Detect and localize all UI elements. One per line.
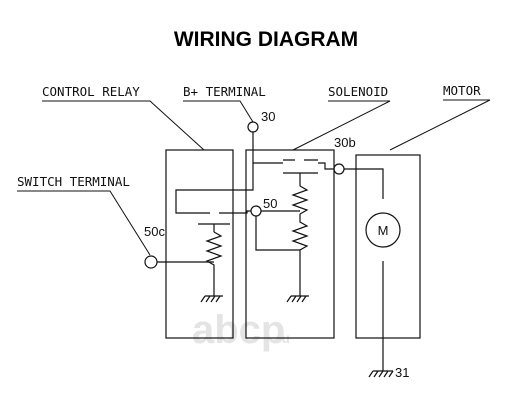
terminal-label-30b: 30b [334,135,356,150]
wiring [157,132,384,371]
terminal-50 [250,205,262,217]
label-b-plus-terminal: B+ TERMINAL [183,84,266,99]
terminal-label-31: 31 [395,365,409,380]
terminal-50c [144,255,158,269]
leader-control-relay [42,100,205,151]
ground-solenoid-icon [286,295,309,303]
wire-to-30b [318,162,334,170]
control-relay-box [165,149,234,339]
solenoid-plunger [283,172,318,186]
solenoid-box [245,149,335,339]
wire-relay-feed [175,163,254,214]
wire-b-plus [252,132,283,164]
watermark: abcp .ru [192,308,290,352]
motor-box [355,154,421,339]
leader-switch-terminal [17,190,151,256]
terminal-label-30: 30 [261,109,275,124]
terminal-label-50: 50 [263,196,277,211]
leader-lines [17,99,491,256]
leader-b-plus-terminal [183,100,254,123]
solenoid-lower-coil [291,214,309,296]
relay-plunger [198,223,230,232]
terminal-30 [247,121,259,133]
motor-symbol [365,212,401,248]
motor-letter: M [378,223,389,238]
wire-to-motor [344,168,384,199]
solenoid-upper-coil [291,185,309,215]
leader-solenoid [292,100,391,151]
watermark-text: abcp [192,308,285,352]
label-solenoid: SOLENOID [328,84,388,99]
diagram-title: WIRING DIAGRAM [174,28,358,51]
ground-relay-icon [200,295,223,303]
wire-terminal-50 [255,210,300,251]
leader-motor [389,99,491,151]
label-switch-terminal: SWITCH TERMINAL [17,174,130,189]
relay-coil [205,231,223,296]
label-motor: MOTOR [443,83,481,98]
label-control-relay: CONTROL RELAY [42,84,140,99]
ground-motor-icon [368,370,394,378]
terminal-30b [333,163,345,175]
terminal-label-50c: 50c [144,224,165,239]
relay-contacts [195,210,251,214]
